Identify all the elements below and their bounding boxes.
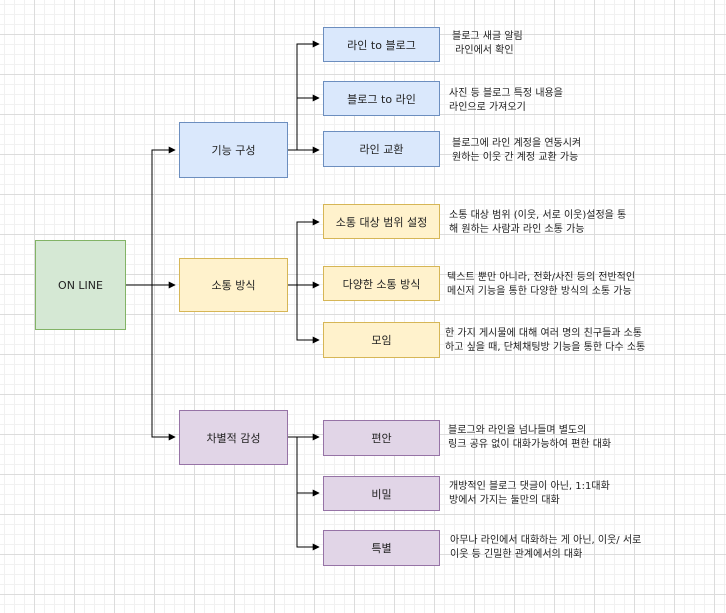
leaf-node-special[interactable]: 특별 xyxy=(323,530,440,566)
branch-label: 차별적 감성 xyxy=(206,431,261,445)
branch-node-emotion[interactable]: 차별적 감성 xyxy=(179,410,288,465)
edge-emotion-to-secret xyxy=(288,436,320,497)
edge-communication-to-meeting xyxy=(288,284,320,344)
root-label: ON LINE xyxy=(58,278,103,292)
leaf-note: 블로그에 라인 계정을 연동시켜 원하는 이웃 간 계정 교환 가능 xyxy=(452,138,582,163)
leaf-note: 사진 등 블로그 특정 내용을 라인으로 가져오기 xyxy=(449,88,563,113)
leaf-note: 블로그 새글 알림 라인에서 확인 xyxy=(452,31,523,56)
leaf-label: 다양한 소통 방식 xyxy=(342,277,421,291)
leaf-node-blog-to-line[interactable]: 블로그 to 라인 xyxy=(323,81,440,116)
leaf-note: 아무나 라인에서 대화하는 게 아닌, 이웃/ 서로 이웃 등 긴밀한 관계에서… xyxy=(450,535,642,560)
leaf-label: 모임 xyxy=(371,334,392,347)
edge-root-to-emotion xyxy=(126,284,176,441)
root-node[interactable]: ON LINE xyxy=(35,240,126,330)
leaf-note: 텍스트 뿐만 아니라, 전화/사진 등의 전반적인 메신저 기능을 통한 다양한… xyxy=(447,272,636,297)
leaf-label: 라인 to 블로그 xyxy=(347,38,416,52)
leaf-note: 한 가지 게시물에 대해 여러 명의 친구들과 소통 하고 싶을 때, 단체채팅… xyxy=(445,328,646,353)
edge-emotion-to-special xyxy=(288,436,320,551)
leaf-node-secret[interactable]: 비밀 xyxy=(323,476,440,511)
leaf-note: 개방적인 블로그 댓글이 아닌, 1:1대화 방에서 가지는 둘만의 대화 xyxy=(449,481,610,506)
leaf-label: 블로그 to 라인 xyxy=(347,92,416,106)
leaf-node-scope-setting[interactable]: 소통 대상 범위 설정 xyxy=(323,204,440,239)
edge-features-to-line-to-blog xyxy=(288,40,320,151)
edge-features-to-blog-to-line xyxy=(288,94,320,151)
leaf-label: 편안 xyxy=(371,432,392,445)
leaf-node-line-to-blog[interactable]: 라인 to 블로그 xyxy=(323,27,440,62)
leaf-label: 특별 xyxy=(371,542,392,555)
branch-node-communication[interactable]: 소통 방식 xyxy=(179,258,288,312)
leaf-node-meeting[interactable]: 모임 xyxy=(323,322,440,358)
branch-node-features[interactable]: 기능 구성 xyxy=(179,122,288,178)
leaf-node-comfort[interactable]: 편안 xyxy=(323,420,440,456)
leaf-node-various-methods[interactable]: 다양한 소통 방식 xyxy=(323,266,440,301)
leaf-note: 블로그와 라인을 넘나들며 별도의 링크 공유 없이 대화가능하여 편한 대화 xyxy=(448,425,612,450)
branch-label: 소통 방식 xyxy=(211,279,256,292)
leaf-label: 소통 대상 범위 설정 xyxy=(335,215,428,229)
edge-communication-to-scope xyxy=(288,218,320,286)
leaf-note: 소통 대상 범위 (이웃, 서로 이웃)설정을 통 해 원하는 사람과 라인 소… xyxy=(449,210,627,235)
leaf-node-line-exchange[interactable]: 라인 교환 xyxy=(323,131,440,167)
edge-root-to-features xyxy=(126,146,176,286)
leaf-label: 비밀 xyxy=(371,487,392,501)
leaf-label: 라인 교환 xyxy=(359,143,404,156)
branch-label: 기능 구성 xyxy=(211,144,256,157)
